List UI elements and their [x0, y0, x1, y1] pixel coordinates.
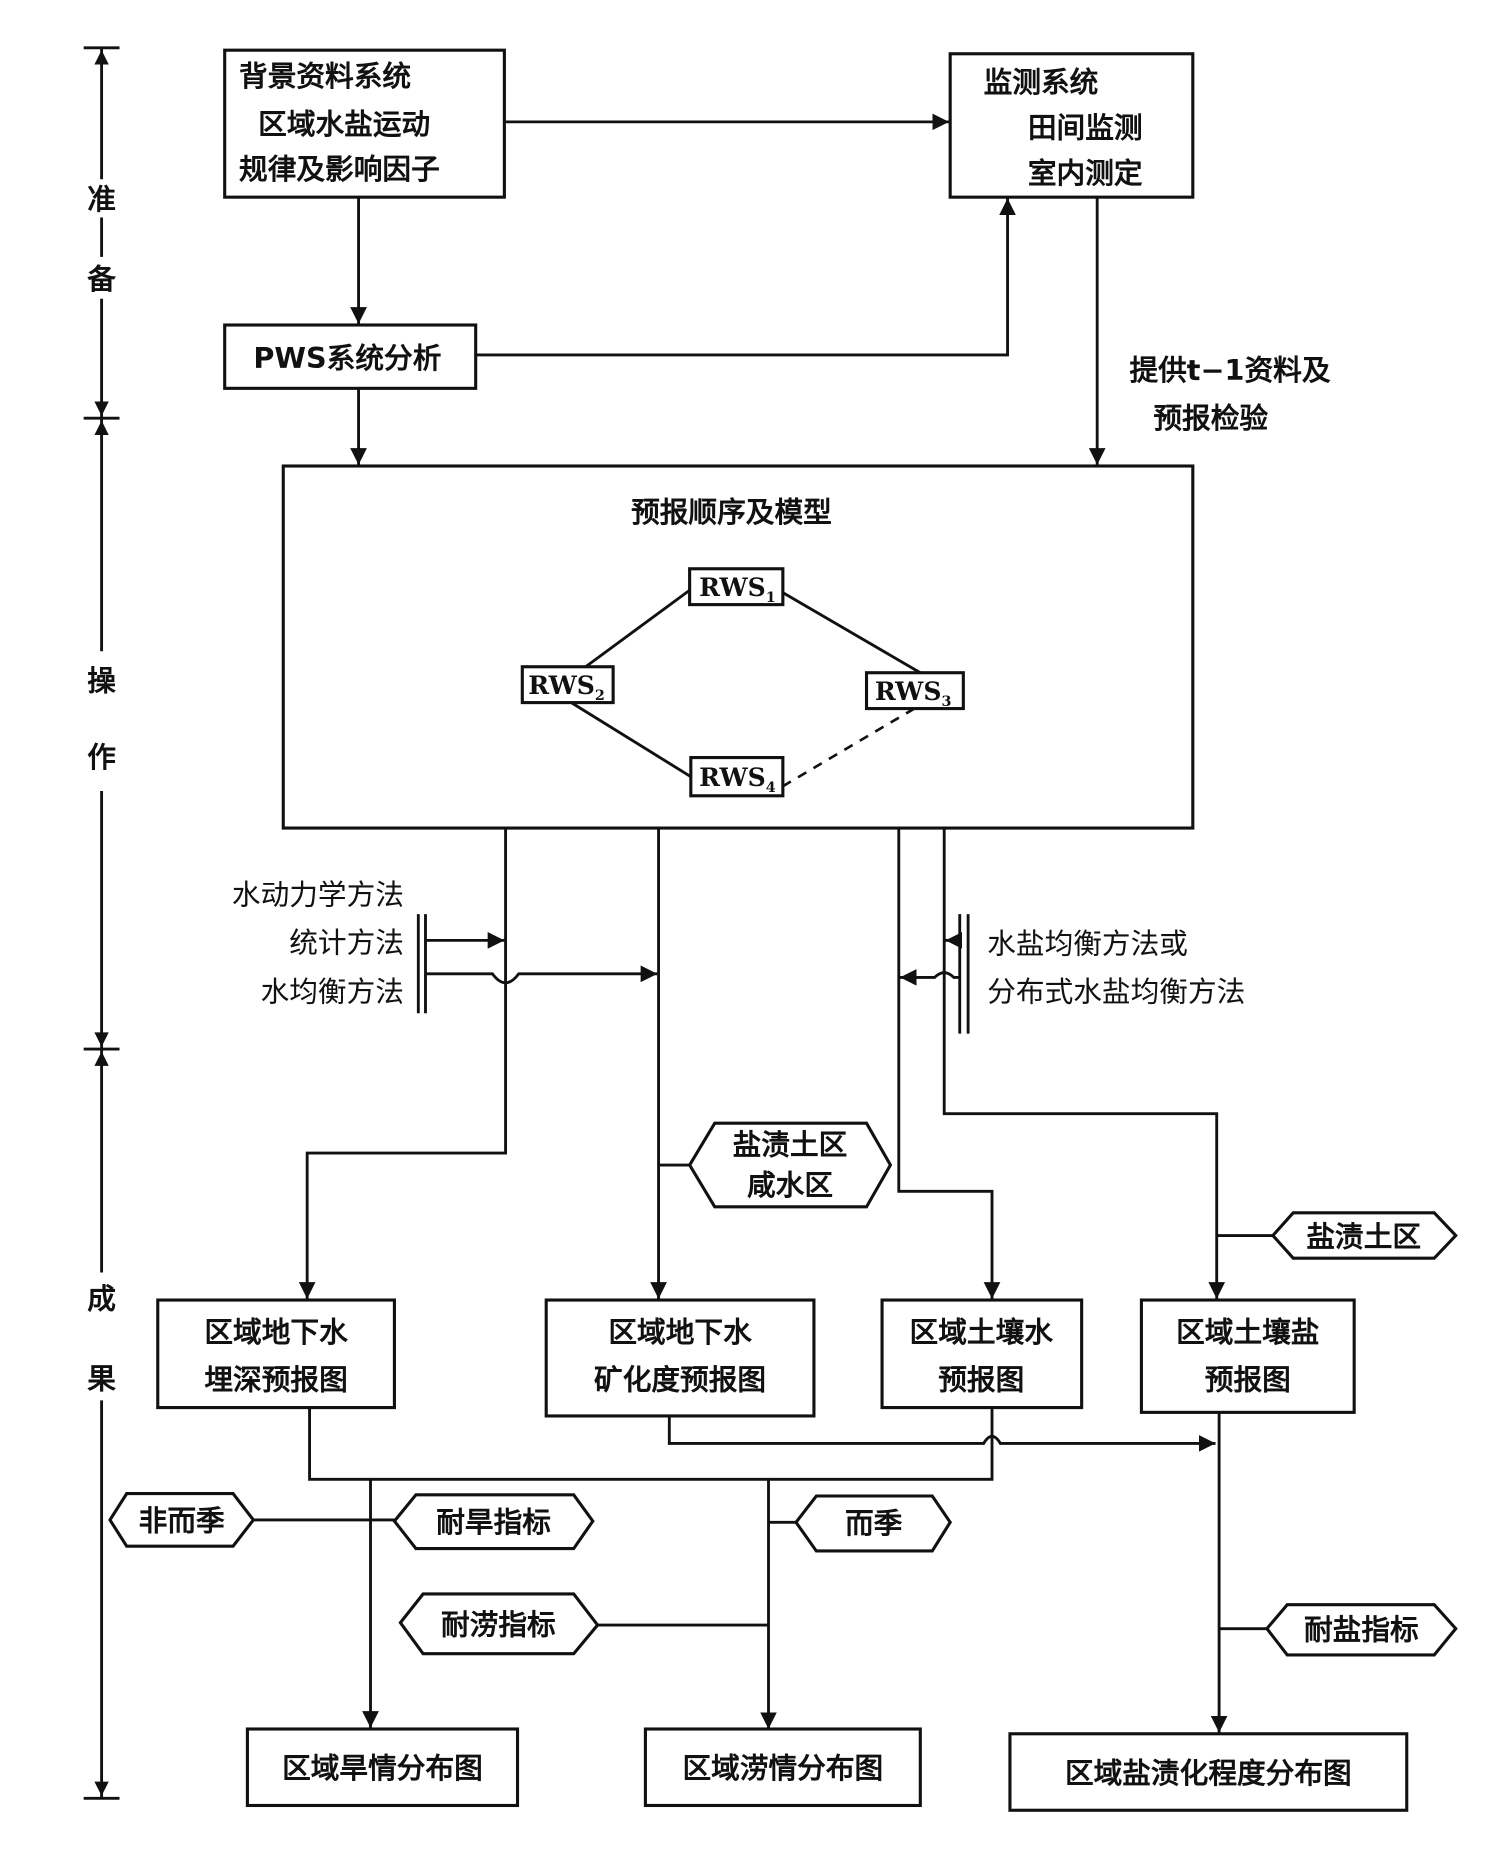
method-statistical: 统计方法	[289, 925, 404, 959]
output-drought-map[interactable]: 区域旱情分布图	[245, 1727, 520, 1808]
condition-saline-brackish: 盐渍土区 咸水区	[687, 1121, 893, 1209]
forecast-box-title: 预报顺序及模型	[631, 495, 832, 529]
feedback-label-line2: 预报检验	[1153, 401, 1268, 435]
output-waterlog-map[interactable]: 区域涝情分布图	[643, 1727, 922, 1808]
map-groundwater-depth-line1: 区域地下水	[204, 1315, 348, 1349]
line-depth-to-bus	[308, 1407, 994, 1481]
condition-saline-soil-line1: 盐渍土区	[733, 1127, 848, 1161]
map-groundwater-depth-line2: 埋深预报图	[204, 1363, 347, 1397]
arrow-method-to-line2	[425, 965, 658, 985]
condition-brackish-line2: 咸水区	[747, 1168, 833, 1202]
arrow-pws-to-monitoring	[475, 198, 1016, 357]
background-data-box[interactable]: 背景资料系统 区域水盐运动 规律及影响因子	[223, 48, 506, 199]
condition-waterlog-index-label: 耐涝指标	[441, 1608, 556, 1642]
condition-rainy-season: 而季	[794, 1494, 953, 1553]
rws-node-1[interactable]: RWS1	[688, 567, 785, 606]
pws-analysis-box[interactable]: PWS系统分析	[223, 323, 478, 390]
monitoring-system-box[interactable]: 监测系统 田间监测 室内测定	[948, 52, 1195, 199]
condition-saline-soil: 盐渍土区	[1270, 1211, 1458, 1260]
axis-tick-2	[83, 1032, 120, 1066]
rws-node-3[interactable]: RWS3	[864, 671, 965, 710]
rws1-sub: 1	[766, 590, 776, 606]
rws1-base: RWS	[699, 572, 766, 602]
map-groundwater-mineralization-line1: 区域地下水	[608, 1315, 752, 1349]
axis-tick-top	[83, 46, 120, 65]
method-distributed-water-salt-balance: 分布式水盐均衡方法	[987, 974, 1245, 1008]
condition-drought-index-label: 耐旱指标	[436, 1505, 551, 1539]
methods-right: 水盐均衡方法或 分布式水盐均衡方法	[958, 914, 1245, 1034]
output-salinization-map[interactable]: 区域盐渍化程度分布图	[1008, 1732, 1409, 1812]
background-box-line1: 区域水盐运动	[258, 107, 430, 141]
condition-drought-index: 耐旱指标	[392, 1493, 595, 1551]
line-to-soil-water	[897, 828, 1001, 1299]
line-to-groundwater-depth	[298, 828, 508, 1299]
condition-waterlog-index: 耐涝指标	[398, 1592, 600, 1656]
feedback-label-line1: 提供t−1资料及	[1129, 353, 1330, 387]
map-soil-water[interactable]: 区域土壤水 预报图	[880, 1298, 1084, 1410]
phase-label-result-2: 果	[87, 1361, 116, 1395]
rws4-base: RWS	[699, 762, 766, 792]
output-waterlog-map-label: 区域涝情分布图	[682, 1751, 883, 1785]
svg-text:RWS2: RWS2	[528, 670, 605, 704]
phase-label-prepare-2: 备	[87, 262, 116, 296]
arrow-method-to-line3	[899, 969, 960, 986]
rws3-sub: 3	[941, 694, 951, 710]
map-groundwater-depth[interactable]: 区域地下水 埋深预报图	[156, 1298, 396, 1410]
line-to-soil-salt	[942, 828, 1226, 1299]
svg-text:RWS4: RWS4	[699, 762, 776, 796]
method-water-balance: 水均衡方法	[261, 974, 404, 1008]
map-soil-water-line2: 预报图	[938, 1363, 1024, 1397]
phase-label-operate-1: 操	[87, 664, 116, 698]
line-mineralization-to-salinization	[667, 1415, 1216, 1452]
phase-label-prepare-1: 准	[87, 182, 116, 216]
background-box-title: 背景资料系统	[239, 59, 411, 93]
forecast-model-box[interactable]: 预报顺序及模型 RWS1 RWS2 RWS3 RWS4	[281, 464, 1195, 830]
condition-non-rainy-label: 非而季	[139, 1504, 225, 1538]
condition-salt-index: 耐盐指标	[1264, 1603, 1458, 1657]
methods-left: 水动力学方法 统计方法 水均衡方法	[232, 878, 427, 1014]
method-hydrodynamic: 水动力学方法	[232, 878, 404, 912]
background-box-line2: 规律及影响因子	[239, 152, 440, 186]
map-soil-salt[interactable]: 区域土壤盐 预报图	[1139, 1298, 1356, 1414]
map-soil-water-line1: 区域土壤水	[910, 1315, 1054, 1349]
svg-text:RWS1: RWS1	[699, 572, 776, 606]
axis-tick-1	[83, 401, 120, 435]
map-soil-salt-line2: 预报图	[1205, 1363, 1291, 1397]
rws-node-4[interactable]: RWS4	[689, 756, 785, 798]
condition-salt-index-label: 耐盐指标	[1304, 1612, 1419, 1646]
phase-label-result-1: 成	[87, 1281, 116, 1315]
map-groundwater-mineralization[interactable]: 区域地下水 矿化度预报图	[544, 1298, 816, 1418]
map-groundwater-mineralization-line2: 矿化度预报图	[594, 1363, 766, 1397]
output-salinization-map-label: 区域盐渍化程度分布图	[1065, 1756, 1352, 1790]
svg-text:RWS3: RWS3	[875, 676, 952, 710]
output-drought-map-label: 区域旱情分布图	[282, 1751, 483, 1785]
axis-tick-bottom	[83, 1781, 120, 1800]
condition-saline-soil-label: 盐渍土区	[1306, 1219, 1421, 1253]
monitoring-box-line1: 田间监测	[1028, 110, 1143, 144]
phase-axis: 准 备 操 作 成 果	[83, 46, 120, 1800]
rws4-sub: 4	[766, 780, 776, 796]
condition-non-rainy-season: 非而季	[108, 1492, 256, 1548]
pws-box-label: PWS系统分析	[253, 341, 441, 375]
rws2-base: RWS	[528, 670, 595, 700]
phase-label-operate-2: 作	[87, 740, 116, 774]
monitoring-box-line2: 室内测定	[1028, 156, 1143, 190]
map-soil-salt-line1: 区域土壤盐	[1176, 1315, 1319, 1349]
method-water-salt-balance: 水盐均衡方法或	[987, 927, 1188, 961]
monitoring-box-title: 监测系统	[984, 65, 1099, 99]
rws-node-2[interactable]: RWS2	[520, 665, 615, 704]
rws3-base: RWS	[875, 676, 942, 706]
rws2-sub: 2	[595, 688, 605, 704]
condition-rainy-label: 而季	[845, 1506, 903, 1540]
